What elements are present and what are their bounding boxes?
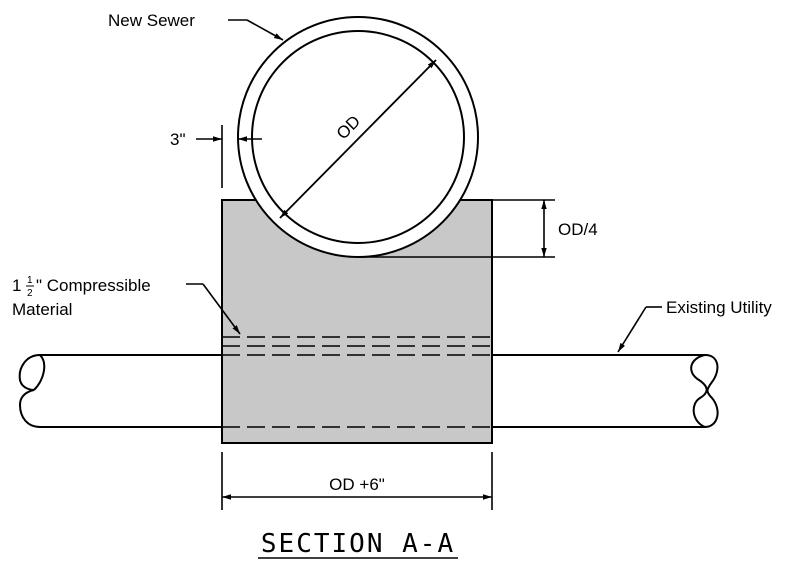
existing-utility-label: Existing Utility xyxy=(666,298,772,317)
existing-utility-leader xyxy=(617,306,662,353)
width-dimension xyxy=(221,452,493,510)
compressible-label: 1 1 2 " Compressible Material xyxy=(12,275,151,319)
compressible-line2: Material xyxy=(12,300,72,319)
fraction-denominator: 2 xyxy=(27,288,33,299)
new-sewer-pipe xyxy=(237,16,479,258)
clearance-label: 3" xyxy=(170,130,186,149)
new-sewer-leader xyxy=(228,19,284,41)
section-title: SECTION A-A xyxy=(261,529,455,559)
hidden-lines xyxy=(222,336,492,428)
fraction-numerator: 1 xyxy=(27,275,33,286)
compressible-rest: " Compressible xyxy=(36,276,151,295)
od-quarter-label: OD/4 xyxy=(558,220,598,239)
width-label: OD +6" xyxy=(329,475,385,494)
compressible-lead: 1 xyxy=(12,276,21,295)
new-sewer-label: New Sewer xyxy=(108,11,195,30)
clearance-dimension xyxy=(196,125,262,188)
od-quarter-dimension xyxy=(362,199,555,258)
compressible-leader xyxy=(186,283,241,335)
